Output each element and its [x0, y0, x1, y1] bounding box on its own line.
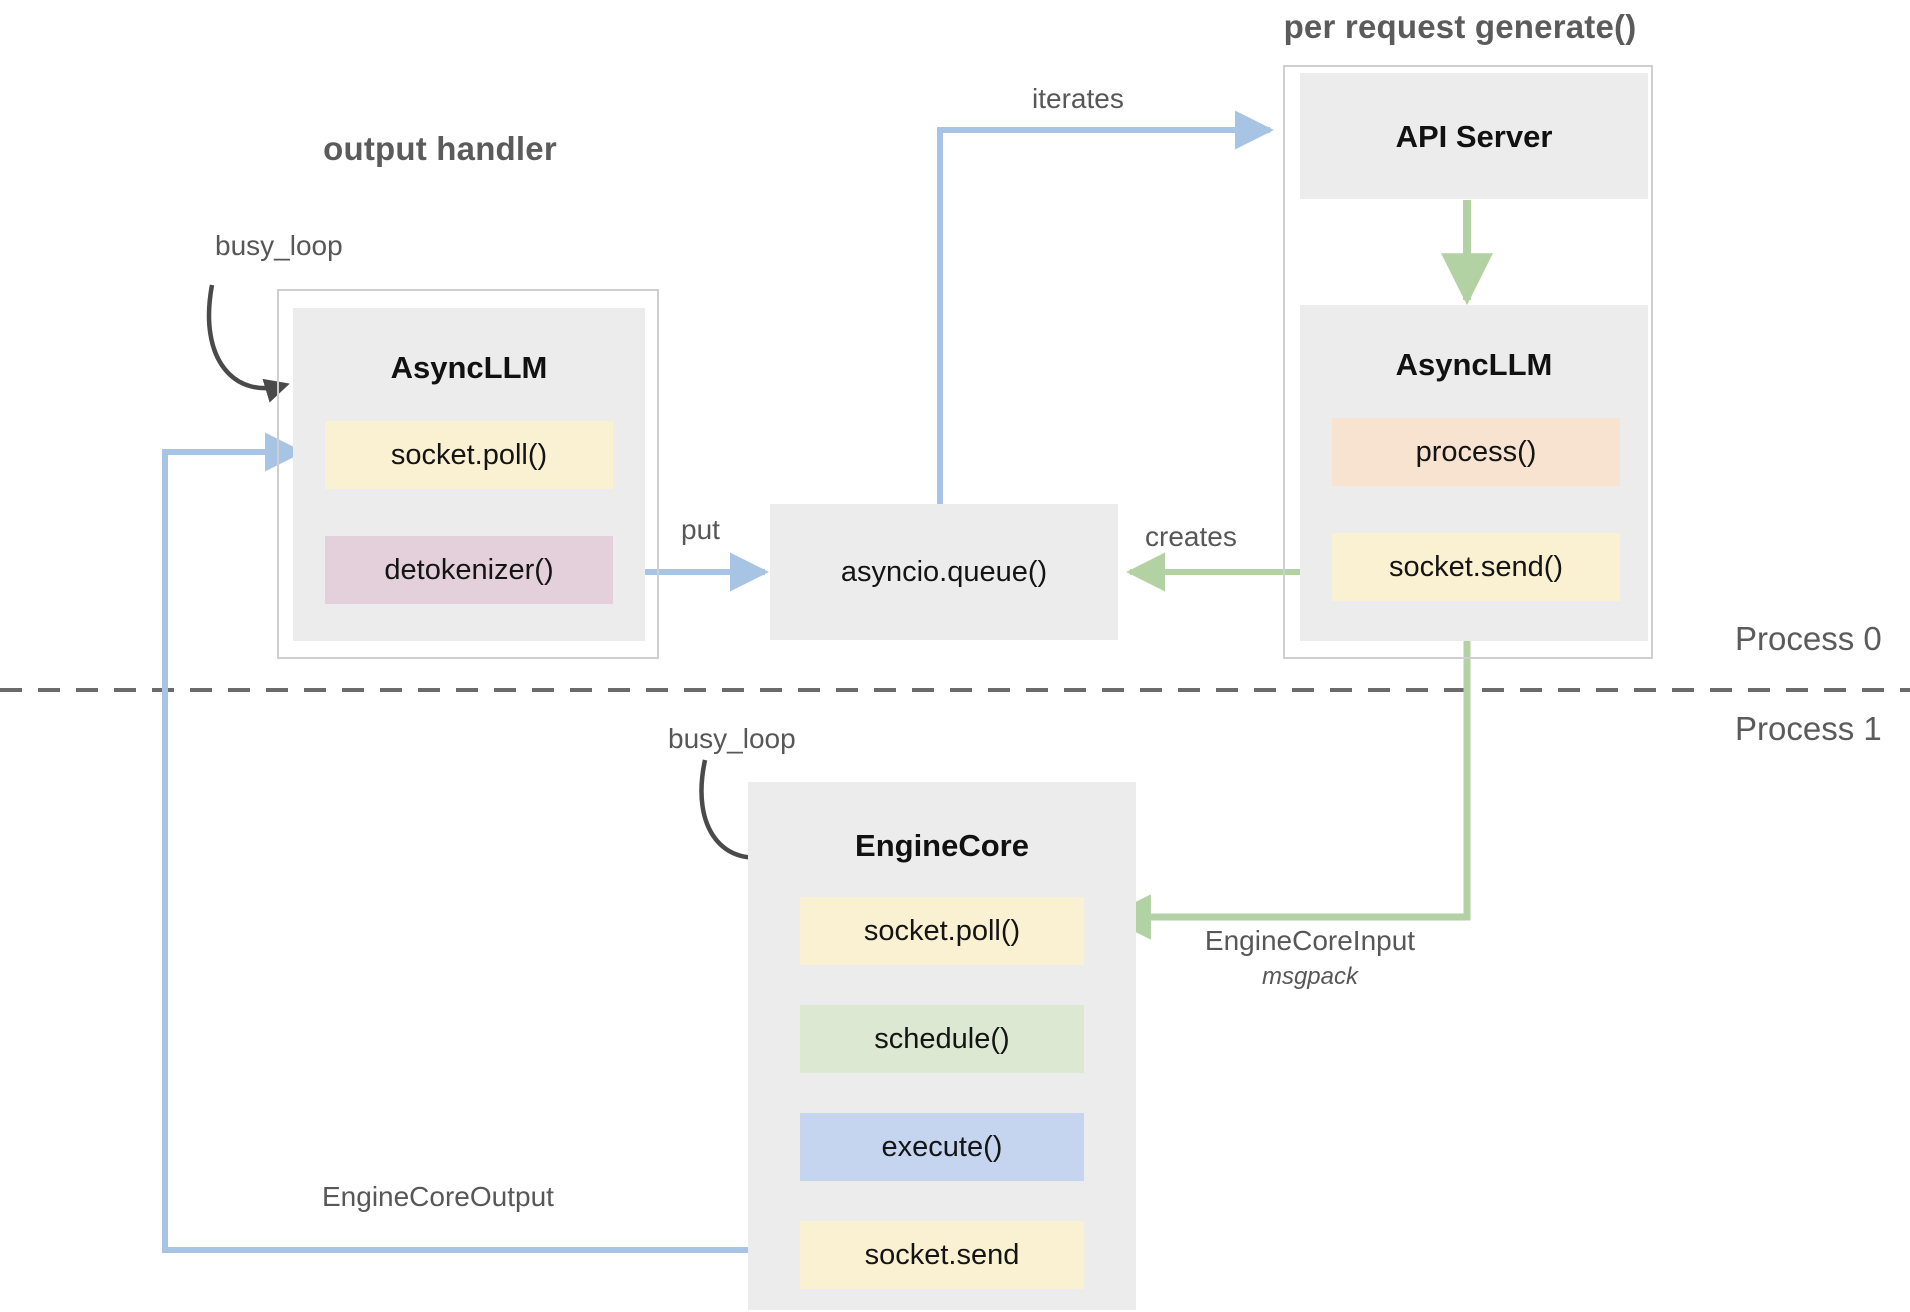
engine-core-box[interactable]: EngineCore socket.poll() schedule() exec… — [748, 782, 1136, 1310]
api-server-box[interactable]: API Server — [1300, 73, 1648, 199]
edge-label-busy-loop-left: busy_loop — [215, 230, 343, 261]
group-title-per-request-generate: per request generate() — [1283, 8, 1637, 45]
chip-schedule[interactable]: schedule() — [800, 1005, 1084, 1073]
edge-label-put: put — [681, 514, 720, 545]
process-label-0: Process 0 — [1735, 620, 1882, 657]
process-label-1: Process 1 — [1735, 710, 1882, 747]
edge-label-creates: creates — [1145, 521, 1237, 552]
api-server-title: API Server — [1395, 119, 1553, 154]
async-llm-left-box[interactable]: AsyncLLM socket.poll() detokenizer() — [293, 308, 645, 641]
group-title-output-handler: output handler — [323, 130, 557, 167]
edge-label-busy-loop-engine: busy_loop — [668, 723, 796, 754]
chip-detokenizer[interactable]: detokenizer() — [325, 536, 613, 604]
async-llm-right-box[interactable]: AsyncLLM process() socket.send() — [1300, 305, 1648, 641]
edge-sublabel-msgpack: msgpack — [1261, 963, 1359, 990]
chip-socket-poll-engine[interactable]: socket.poll() — [800, 897, 1084, 965]
edge-label-engine-core-input: EngineCoreInput — [1204, 925, 1416, 956]
chip-socket-send-right[interactable]: socket.send() — [1332, 533, 1620, 601]
async-llm-left-title: AsyncLLM — [390, 350, 548, 385]
async-llm-right-title: AsyncLLM — [1395, 347, 1553, 382]
chip-process[interactable]: process() — [1332, 418, 1620, 486]
chip-socket-poll-left[interactable]: socket.poll() — [325, 421, 613, 489]
edge-label-iterates: iterates — [1032, 83, 1124, 114]
edge-label-engine-core-output: EngineCoreOutput — [322, 1181, 554, 1212]
per-request-generate-container — [1283, 65, 1653, 659]
chip-execute[interactable]: execute() — [800, 1113, 1084, 1181]
engine-core-title: EngineCore — [855, 828, 1029, 863]
asyncio-queue-box[interactable]: asyncio.queue() — [770, 504, 1118, 640]
chip-socket-send-engine[interactable]: socket.send — [800, 1221, 1084, 1289]
output-handler-container — [277, 289, 659, 659]
